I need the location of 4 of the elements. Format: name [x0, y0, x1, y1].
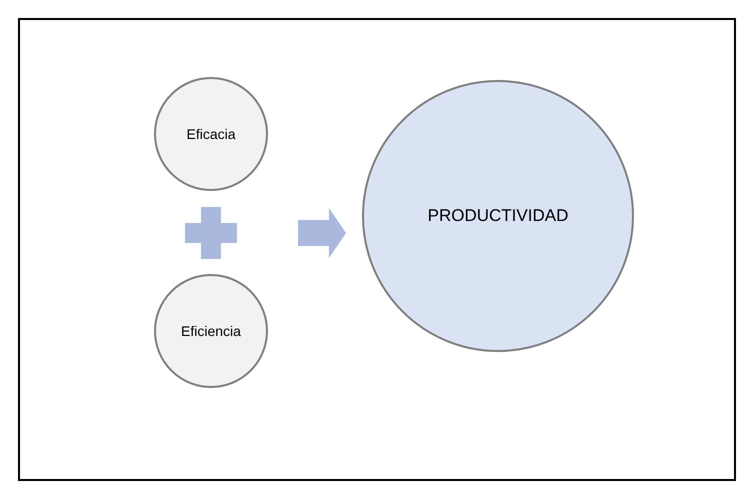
node-label: Eficiencia: [180, 322, 242, 340]
node-label: PRODUCTIVIDAD: [426, 205, 570, 228]
node-label: Eficacia: [185, 124, 237, 144]
block-arrow: [298, 208, 346, 258]
